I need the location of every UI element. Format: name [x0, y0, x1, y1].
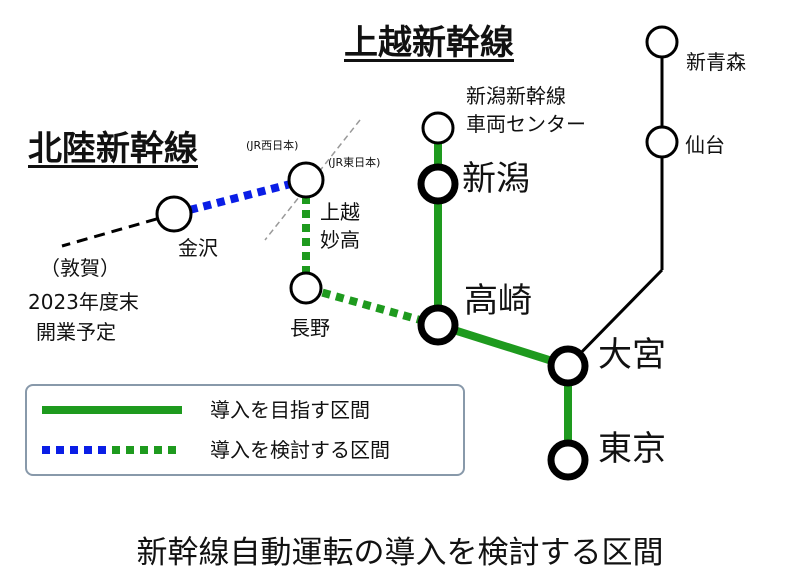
- hokuriku-dotted-takasaki-nagano: [304, 284, 440, 329]
- label-niigata-depot-1: 新潟新幹線: [466, 84, 566, 108]
- joetsu-line-title: 上越新幹線: [344, 23, 514, 63]
- label-tsuruga-plan-1: 2023年度末: [28, 290, 139, 314]
- label-nagano: 長野: [290, 316, 330, 340]
- figure-caption: 新幹線自動運転の導入を検討する区間: [136, 535, 664, 571]
- station-marker-shin-aomori: [645, 25, 679, 59]
- station-marker-niigata: [417, 163, 459, 205]
- station-marker-takasaki: [417, 304, 459, 346]
- label-takasaki: 高崎: [464, 281, 532, 321]
- label-niigata-depot-2: 車両センター: [466, 112, 586, 136]
- hokuriku-dashed-kanazawa-tsuruga: [61, 212, 175, 248]
- label-sendai: 仙台: [685, 133, 725, 157]
- label-tokyo: 東京: [598, 429, 666, 469]
- jr-boundary-line: [264, 119, 361, 241]
- label-joetsu-myoko-1: 上越: [320, 200, 360, 224]
- label-jr-east: (JR東日本): [328, 156, 381, 169]
- hokuriku-line-title: 北陸新幹線: [28, 129, 198, 169]
- hokuriku-dotted-joetsu-kanazawa: [173, 176, 307, 218]
- tohoku-line-to-omiya: [566, 268, 664, 368]
- label-joetsu-myoko-2: 妙高: [320, 228, 360, 252]
- label-shin-aomori: 新青森: [686, 50, 746, 74]
- label-tsuruga: （敦賀）: [40, 256, 120, 280]
- station-marker-kanazawa: [155, 195, 193, 233]
- legend: [25, 384, 465, 476]
- label-kanazawa: 金沢: [178, 236, 218, 260]
- station-marker-joetsu-myoko: [287, 161, 325, 199]
- label-niigata: 新潟: [462, 159, 530, 199]
- label-jr-west: (JR西日本): [246, 139, 299, 152]
- station-marker-tokyo: [547, 439, 589, 481]
- station-marker-nagano: [289, 271, 323, 305]
- joetsu-line-takasaki-omiya: [436, 321, 570, 370]
- legend-considering-label: 導入を検討する区間: [210, 438, 390, 462]
- label-omiya: 大宮: [598, 335, 666, 375]
- legend-target-label: 導入を目指す区間: [210, 398, 370, 422]
- label-tsuruga-plan-2: 開業予定: [36, 320, 116, 344]
- station-marker-omiya: [547, 345, 589, 387]
- station-marker-sendai: [645, 125, 679, 159]
- station-marker-niigata-depot: [421, 111, 455, 145]
